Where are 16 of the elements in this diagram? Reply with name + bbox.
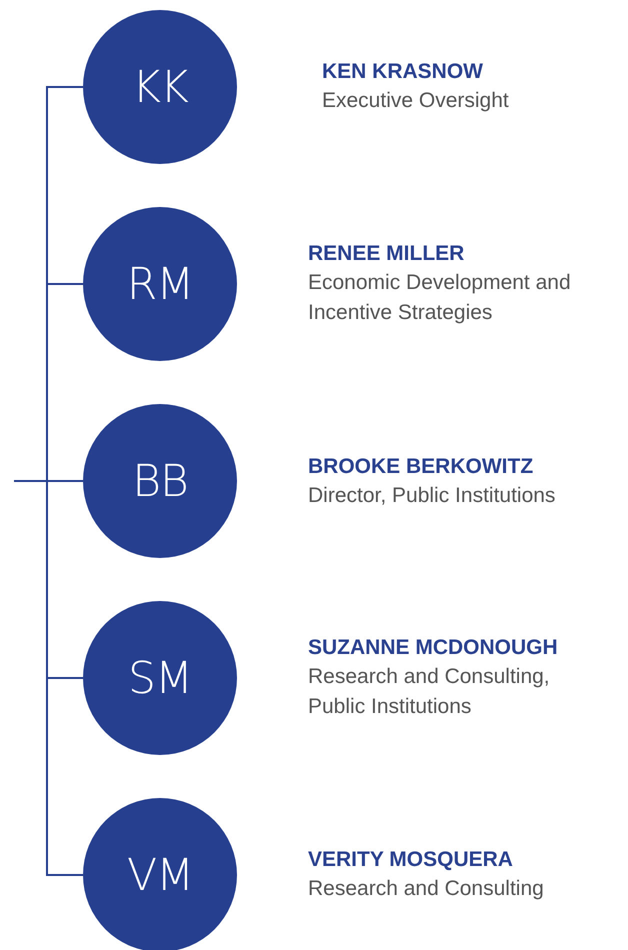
initials: VM — [126, 850, 194, 900]
role-title: Director, Public Institutions — [308, 483, 556, 509]
initials: RM — [126, 258, 194, 310]
role-title: Economic Development and Incentive Strategies — [308, 270, 572, 326]
initials: SM — [128, 652, 192, 704]
person-name: KEN KRASNOW — [322, 59, 484, 85]
person-name: VERITY MOSQUERA — [308, 847, 514, 873]
initials: BB — [132, 456, 188, 506]
role-title: Executive Oversight — [322, 88, 510, 114]
role-title: Research and Consulting, Public Institutions — [308, 664, 551, 720]
initials: KK — [132, 62, 188, 112]
connector-line — [14, 480, 83, 876]
person-name: RENEE MILLER — [308, 241, 466, 267]
person-name: BROOKE BERKOWITZ — [308, 454, 534, 480]
person-name: SUZANNE MCDONOUGH — [308, 635, 559, 661]
role-title: Research and Consulting — [308, 876, 545, 902]
